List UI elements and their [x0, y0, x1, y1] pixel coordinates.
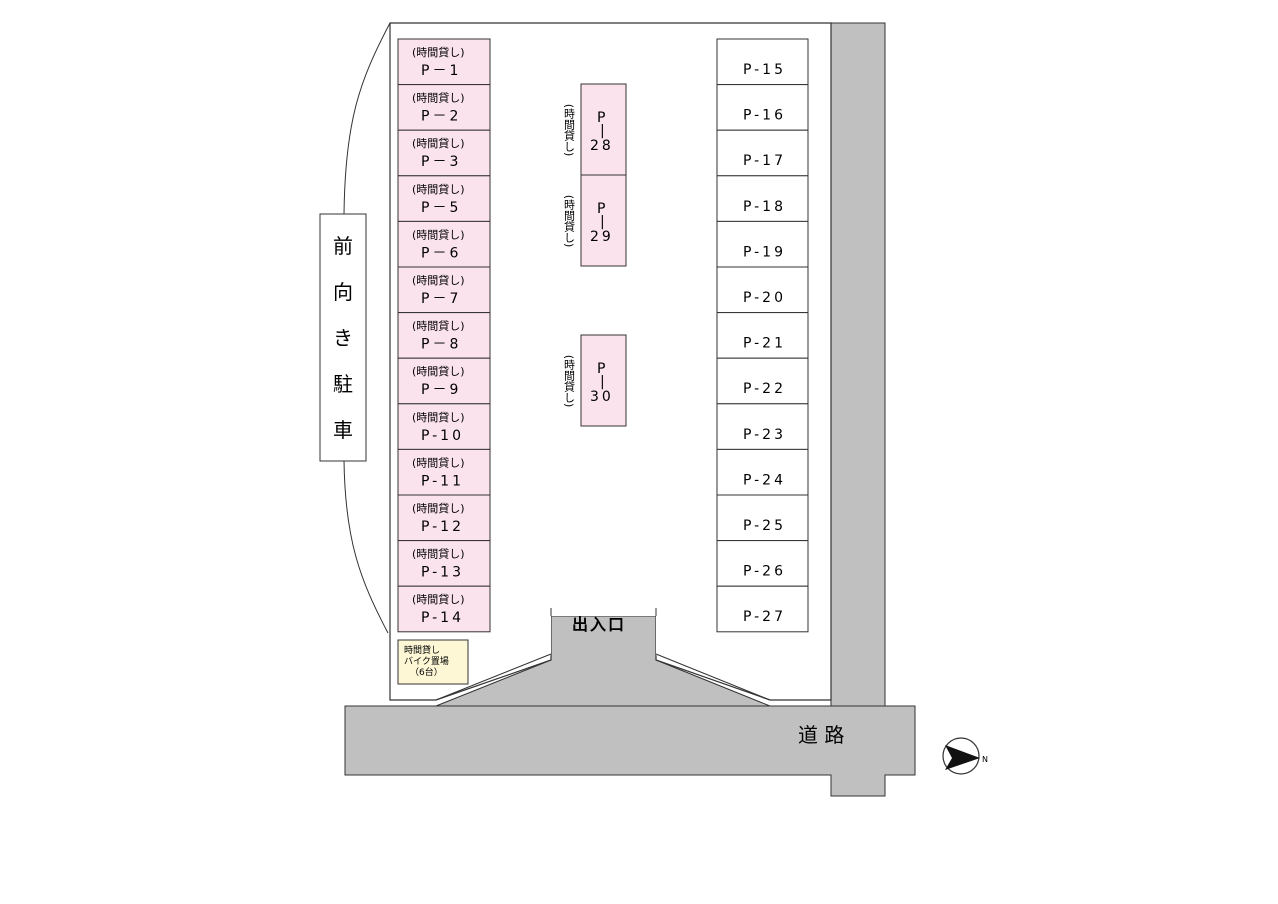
slot-id: P-27: [743, 609, 786, 625]
slot-id: P－8: [421, 337, 461, 353]
slot-left: [397, 129, 491, 177]
slot-right: [716, 220, 809, 268]
slot-right: [716, 585, 809, 633]
slot-right: [716, 38, 809, 86]
slot-tag: (時間貸し): [412, 319, 465, 333]
slot-id: P-16: [743, 108, 786, 124]
lot-boundary: [389, 22, 832, 701]
road-label: 道 路: [798, 723, 844, 747]
bike-parking: [397, 639, 469, 685]
slot-number: 28: [590, 138, 614, 154]
slot-tag: (時間貸し): [412, 410, 465, 424]
slot-right: [716, 448, 809, 496]
north-arrow-icon: N: [942, 737, 988, 775]
slot-id: P－5: [421, 200, 461, 216]
slot-number: 30: [590, 389, 614, 405]
slot-left: [397, 312, 491, 359]
slot-left: [397, 403, 491, 450]
compass-letter: N: [982, 755, 988, 764]
slot-bar: |: [600, 374, 608, 390]
front-parking-char: 駐: [333, 372, 353, 396]
slot-right: [716, 266, 809, 314]
slot-center: [580, 174, 627, 267]
slot-id: P-25: [743, 518, 786, 534]
slot-id: P－7: [421, 291, 461, 307]
slot-right: [716, 312, 809, 359]
slot-left: [397, 38, 491, 86]
slot-id: P-24: [743, 472, 786, 488]
slot-left: [397, 84, 491, 131]
slot-id: P－9: [421, 382, 461, 398]
front-parking-char: き: [333, 326, 353, 350]
slot-id: P-21: [743, 336, 786, 352]
road-vertical: [830, 22, 886, 797]
entrance-label: 出入口: [572, 615, 626, 634]
slot-id: P－1: [421, 63, 461, 79]
bike-line1: 時間貸し: [404, 644, 440, 656]
slot-left: [397, 175, 491, 222]
slot-id: P-19: [743, 244, 786, 260]
slot-left: [397, 585, 491, 633]
slot-tag: (時間貸し): [563, 104, 576, 157]
slot-tag: (時間貸し): [563, 355, 576, 408]
slot-letter: P: [597, 201, 608, 217]
slot-right: [716, 175, 809, 222]
slot-id: P-26: [743, 564, 786, 580]
slot-center: [580, 334, 627, 427]
slot-id: P-18: [743, 199, 786, 215]
slot-bar: |: [600, 214, 608, 230]
slot-tag: (時間貸し): [412, 501, 465, 515]
bike-line2: バイク置場: [404, 655, 449, 667]
slot-id: P-22: [743, 381, 786, 397]
slot-id: P-13: [421, 565, 464, 581]
slot-right: [716, 403, 809, 450]
slot-letter: P: [597, 361, 608, 377]
slot-right: [716, 84, 809, 131]
bike-line3: （6台）: [410, 666, 443, 678]
slot-right: [716, 494, 809, 542]
slot-tag: (時間貸し): [412, 455, 465, 469]
slot-bar: |: [600, 123, 608, 139]
slot-center: [580, 83, 627, 176]
slot-tag: (時間貸し): [563, 195, 576, 248]
slot-tag: (時間貸し): [412, 273, 465, 287]
slot-tag: (時間貸し): [412, 364, 465, 378]
slot-left: [397, 448, 491, 496]
slot-number: 29: [590, 229, 614, 245]
slot-id: P-12: [421, 519, 464, 535]
front-parking-char: 向: [333, 280, 353, 304]
front-parking-char: 前: [333, 234, 353, 258]
slot-tag: (時間貸し): [412, 227, 465, 241]
slot-left: [397, 494, 491, 542]
slot-left: [397, 540, 491, 587]
slot-id: P-17: [743, 153, 786, 169]
slot-tag: (時間貸し): [412, 136, 465, 150]
slot-id: P－2: [421, 109, 461, 125]
slot-right: [716, 357, 809, 405]
slot-tag: (時間貸し): [412, 91, 465, 105]
slot-id: P-23: [743, 427, 786, 443]
front-parking-char: 車: [333, 418, 353, 442]
slot-id: P-10: [421, 428, 464, 444]
slot-id: P-14: [421, 610, 464, 626]
front-parking-box: [319, 213, 367, 462]
slot-letter: P: [597, 110, 608, 126]
slot-tag: (時間貸し): [412, 182, 465, 196]
front-parking-bracket: [343, 22, 391, 634]
slot-left: [397, 357, 491, 405]
slot-tag: (時間貸し): [412, 592, 465, 606]
slot-id: P-15: [743, 62, 786, 78]
slot-id: P－6: [421, 245, 461, 261]
slot-id: P－3: [421, 154, 461, 170]
slot-tag: (時間貸し): [412, 547, 465, 561]
slot-tag: (時間貸し): [412, 45, 465, 59]
slot-id: P-11: [421, 473, 464, 489]
slot-id: P-20: [743, 290, 786, 306]
road-horizontal: [344, 705, 916, 797]
